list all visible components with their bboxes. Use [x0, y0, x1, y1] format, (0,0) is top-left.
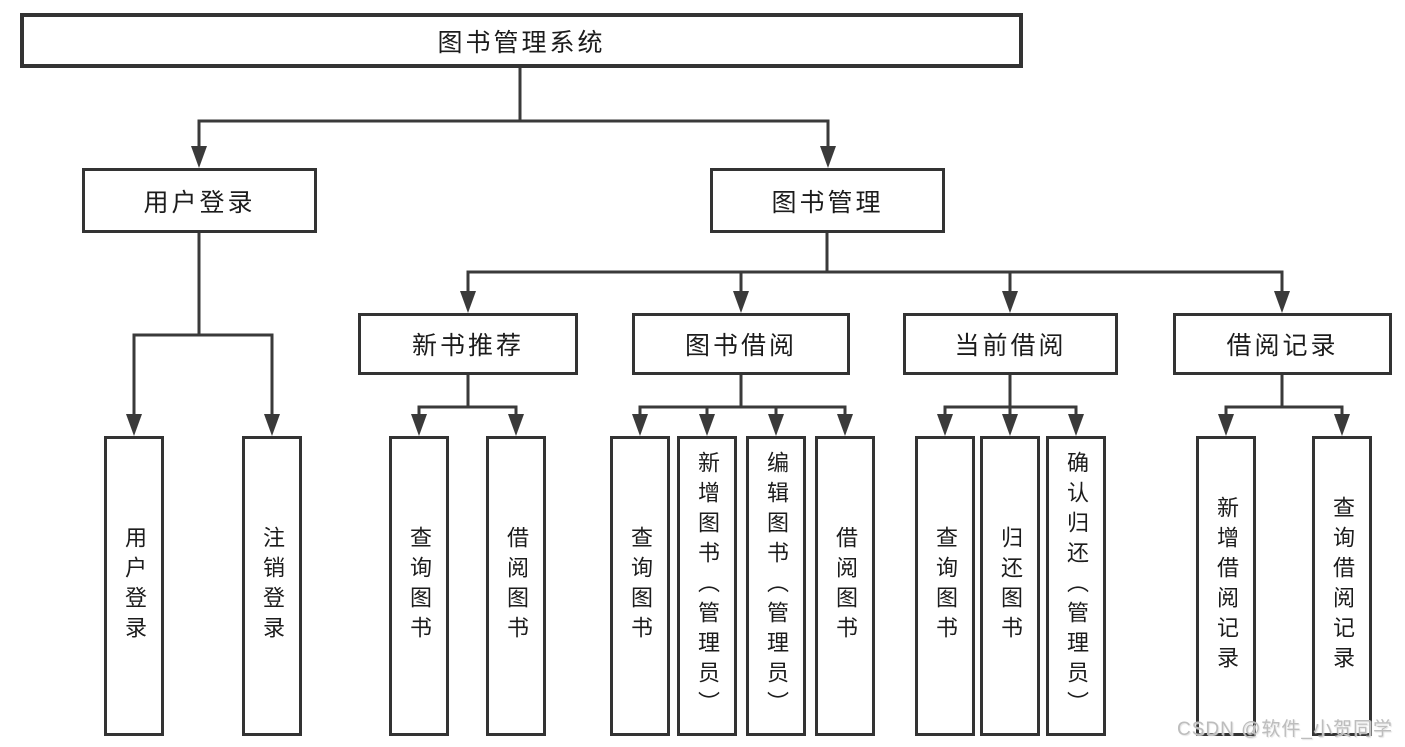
arrowhead-leaf-query1: [411, 414, 427, 436]
arrowhead-book-borrow: [733, 291, 749, 313]
leaf-add-books-admin-label: 新增图书（管理员）: [695, 451, 720, 721]
leaf-return-books-label: 归还图书: [998, 526, 1023, 646]
arrowhead-leaf-return: [1002, 414, 1018, 436]
node-library-system: 图书管理系统: [20, 13, 1023, 68]
connectors: [126, 68, 1350, 436]
leaf-query-books-borrow: 查询图书: [610, 436, 670, 736]
leaf-query-books-current: 查询图书: [915, 436, 975, 736]
leaf-borrow-books-borrow-label: 借阅图书: [833, 526, 858, 646]
arrowhead-leaf-borrow1: [508, 414, 524, 436]
node-borrowing-records: 借阅记录: [1173, 313, 1392, 375]
arrowhead-new-book: [460, 291, 476, 313]
leaf-query-borrow-record-label: 查询借阅记录: [1330, 496, 1355, 676]
leaf-borrow-books-borrow: 借阅图书: [815, 436, 875, 736]
node-new-book-recommend-label: 新书推荐: [411, 332, 524, 360]
arrowhead-leaf-logout: [264, 414, 280, 436]
arrowhead-leaf-add-record: [1218, 414, 1234, 436]
leaf-edit-books-admin-label: 编辑图书（管理员）: [764, 451, 789, 721]
leaf-add-borrow-record: 新增借阅记录: [1196, 436, 1256, 736]
leaf-user-login-label: 用户登录: [122, 526, 147, 646]
node-book-management-label: 图书管理: [771, 188, 884, 217]
leaf-confirm-return-admin-label: 确认归还（管理员）: [1064, 451, 1089, 721]
leaf-query-books-borrow-label: 查询图书: [628, 526, 653, 646]
node-book-borrowing: 图书借阅: [632, 313, 850, 375]
leaf-user-login: 用户登录: [104, 436, 164, 736]
arrowhead-book-mgmt: [820, 146, 836, 168]
leaf-borrow-books-recommend-label: 借阅图书: [504, 526, 529, 646]
node-current-borrowing-label: 当前借阅: [954, 332, 1067, 360]
node-user-login-label: 用户登录: [143, 188, 256, 217]
node-user-login: 用户登录: [82, 168, 317, 233]
leaf-return-books: 归还图书: [980, 436, 1040, 736]
arrowhead-leaf-borrow2: [837, 414, 853, 436]
arrowhead-leaf-edit-book: [768, 414, 784, 436]
leaf-add-books-admin: 新增图书（管理员）: [677, 436, 737, 736]
node-library-system-label: 图书管理系统: [437, 28, 606, 57]
leaf-query-books-current-label: 查询图书: [933, 526, 958, 646]
leaf-query-borrow-record: 查询借阅记录: [1312, 436, 1372, 736]
node-new-book-recommend: 新书推荐: [358, 313, 578, 375]
arrowhead-leaf-login: [126, 414, 142, 436]
leaf-logout-label: 注销登录: [260, 526, 285, 646]
node-book-management: 图书管理: [710, 168, 945, 233]
arrowhead-leaf-add-book: [699, 414, 715, 436]
leaf-confirm-return-admin: 确认归还（管理员）: [1046, 436, 1106, 736]
watermark: CSDN @软件_小贺同学: [1177, 719, 1393, 740]
leaf-logout: 注销登录: [242, 436, 302, 736]
leaf-query-books-recommend-label: 查询图书: [407, 526, 432, 646]
leaf-borrow-books-recommend: 借阅图书: [486, 436, 546, 736]
arrowhead-leaf-query-record: [1334, 414, 1350, 436]
arrowhead-leaf-confirm-return: [1068, 414, 1084, 436]
arrowhead-current-borrow: [1002, 291, 1018, 313]
node-current-borrowing: 当前借阅: [903, 313, 1118, 375]
leaf-add-borrow-record-label: 新增借阅记录: [1214, 496, 1239, 676]
node-book-borrowing-label: 图书借阅: [684, 332, 797, 360]
arrowhead-user-login: [191, 146, 207, 168]
leaf-edit-books-admin: 编辑图书（管理员）: [746, 436, 806, 736]
node-borrowing-records-label: 借阅记录: [1226, 332, 1339, 360]
arrowhead-borrow-records: [1274, 291, 1290, 313]
leaf-query-books-recommend: 查询图书: [389, 436, 449, 736]
arrowhead-leaf-query3: [937, 414, 953, 436]
arrowhead-leaf-query2: [632, 414, 648, 436]
